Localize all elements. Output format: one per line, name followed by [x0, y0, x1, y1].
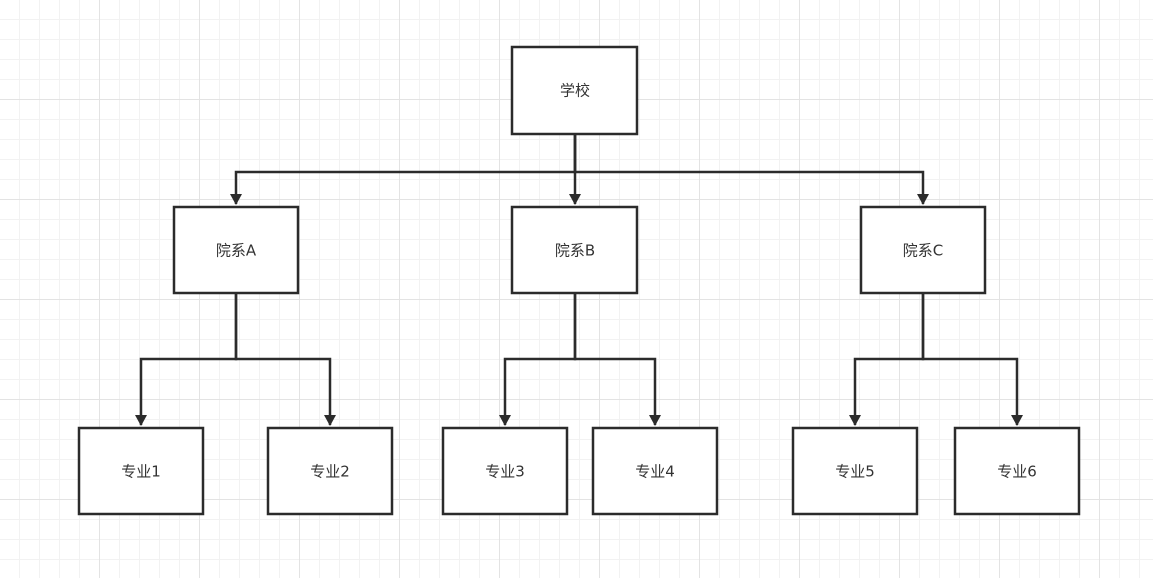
- node-department-b[interactable]: 院系B: [510, 205, 639, 295]
- node-department-a[interactable]: 院系A: [172, 205, 300, 295]
- node-box: [859, 205, 987, 295]
- connector-department-b-to-major-4: [573, 294, 661, 426]
- node-label: 院系A: [216, 242, 257, 260]
- node-box: [510, 205, 639, 295]
- node-label: 专业6: [997, 463, 1037, 481]
- node-major-2[interactable]: 专业2: [266, 426, 394, 516]
- node-box: [510, 45, 639, 136]
- connector-department-a-to-major-2: [234, 294, 336, 426]
- edges-departments-to-majors: [135, 294, 1023, 426]
- node-label: 专业2: [310, 463, 350, 481]
- node-major-6[interactable]: 专业6: [953, 426, 1081, 516]
- node-box: [172, 205, 300, 295]
- edges-root-to-departments: [230, 134, 929, 205]
- node-major-3[interactable]: 专业3: [441, 426, 569, 516]
- node-label: 专业4: [635, 463, 675, 481]
- node-box: [591, 426, 719, 516]
- node-label: 专业5: [835, 463, 875, 481]
- node-box: [953, 426, 1081, 516]
- node-label: 专业3: [485, 463, 525, 481]
- connector-root-to-department-c: [573, 134, 929, 205]
- node-major-1[interactable]: 专业1: [77, 426, 205, 516]
- connector-root-to-department-a: [230, 134, 577, 205]
- node-box: [441, 426, 569, 516]
- connector-department-c-to-major-5: [849, 294, 925, 426]
- connector-department-b-to-major-3: [499, 294, 577, 426]
- connector-department-a-to-major-1: [135, 294, 238, 426]
- node-label: 院系C: [903, 242, 943, 260]
- node-box: [791, 426, 919, 516]
- node-major-5[interactable]: 专业5: [791, 426, 919, 516]
- node-department-c[interactable]: 院系C: [859, 205, 987, 295]
- node-school[interactable]: 学校: [510, 45, 639, 136]
- node-major-4[interactable]: 专业4: [591, 426, 719, 516]
- node-box: [266, 426, 394, 516]
- node-box: [77, 426, 205, 516]
- connector-department-c-to-major-6: [921, 294, 1023, 426]
- node-label: 院系B: [555, 242, 595, 260]
- node-label: 学校: [560, 82, 590, 100]
- node-label: 专业1: [121, 463, 161, 481]
